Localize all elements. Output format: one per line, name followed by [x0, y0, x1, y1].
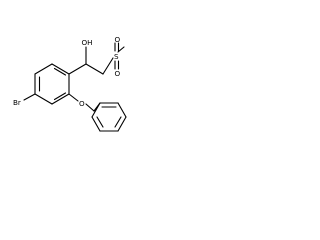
sulfur-label: S: [114, 52, 119, 61]
chemical-structure: OH S O O Br O: [13, 35, 127, 132]
ether-oxygen-label: O: [79, 99, 85, 108]
bromine-label: Br: [13, 98, 21, 107]
atom-labels: OH S O O Br O: [13, 35, 121, 108]
sulfonyl-oxygen-top-label: O: [115, 35, 121, 44]
sulfonyl-oxygen-bottom-label: O: [115, 69, 121, 78]
bond-lines: [23, 42, 127, 132]
hydroxyl-label: OH: [82, 38, 93, 47]
